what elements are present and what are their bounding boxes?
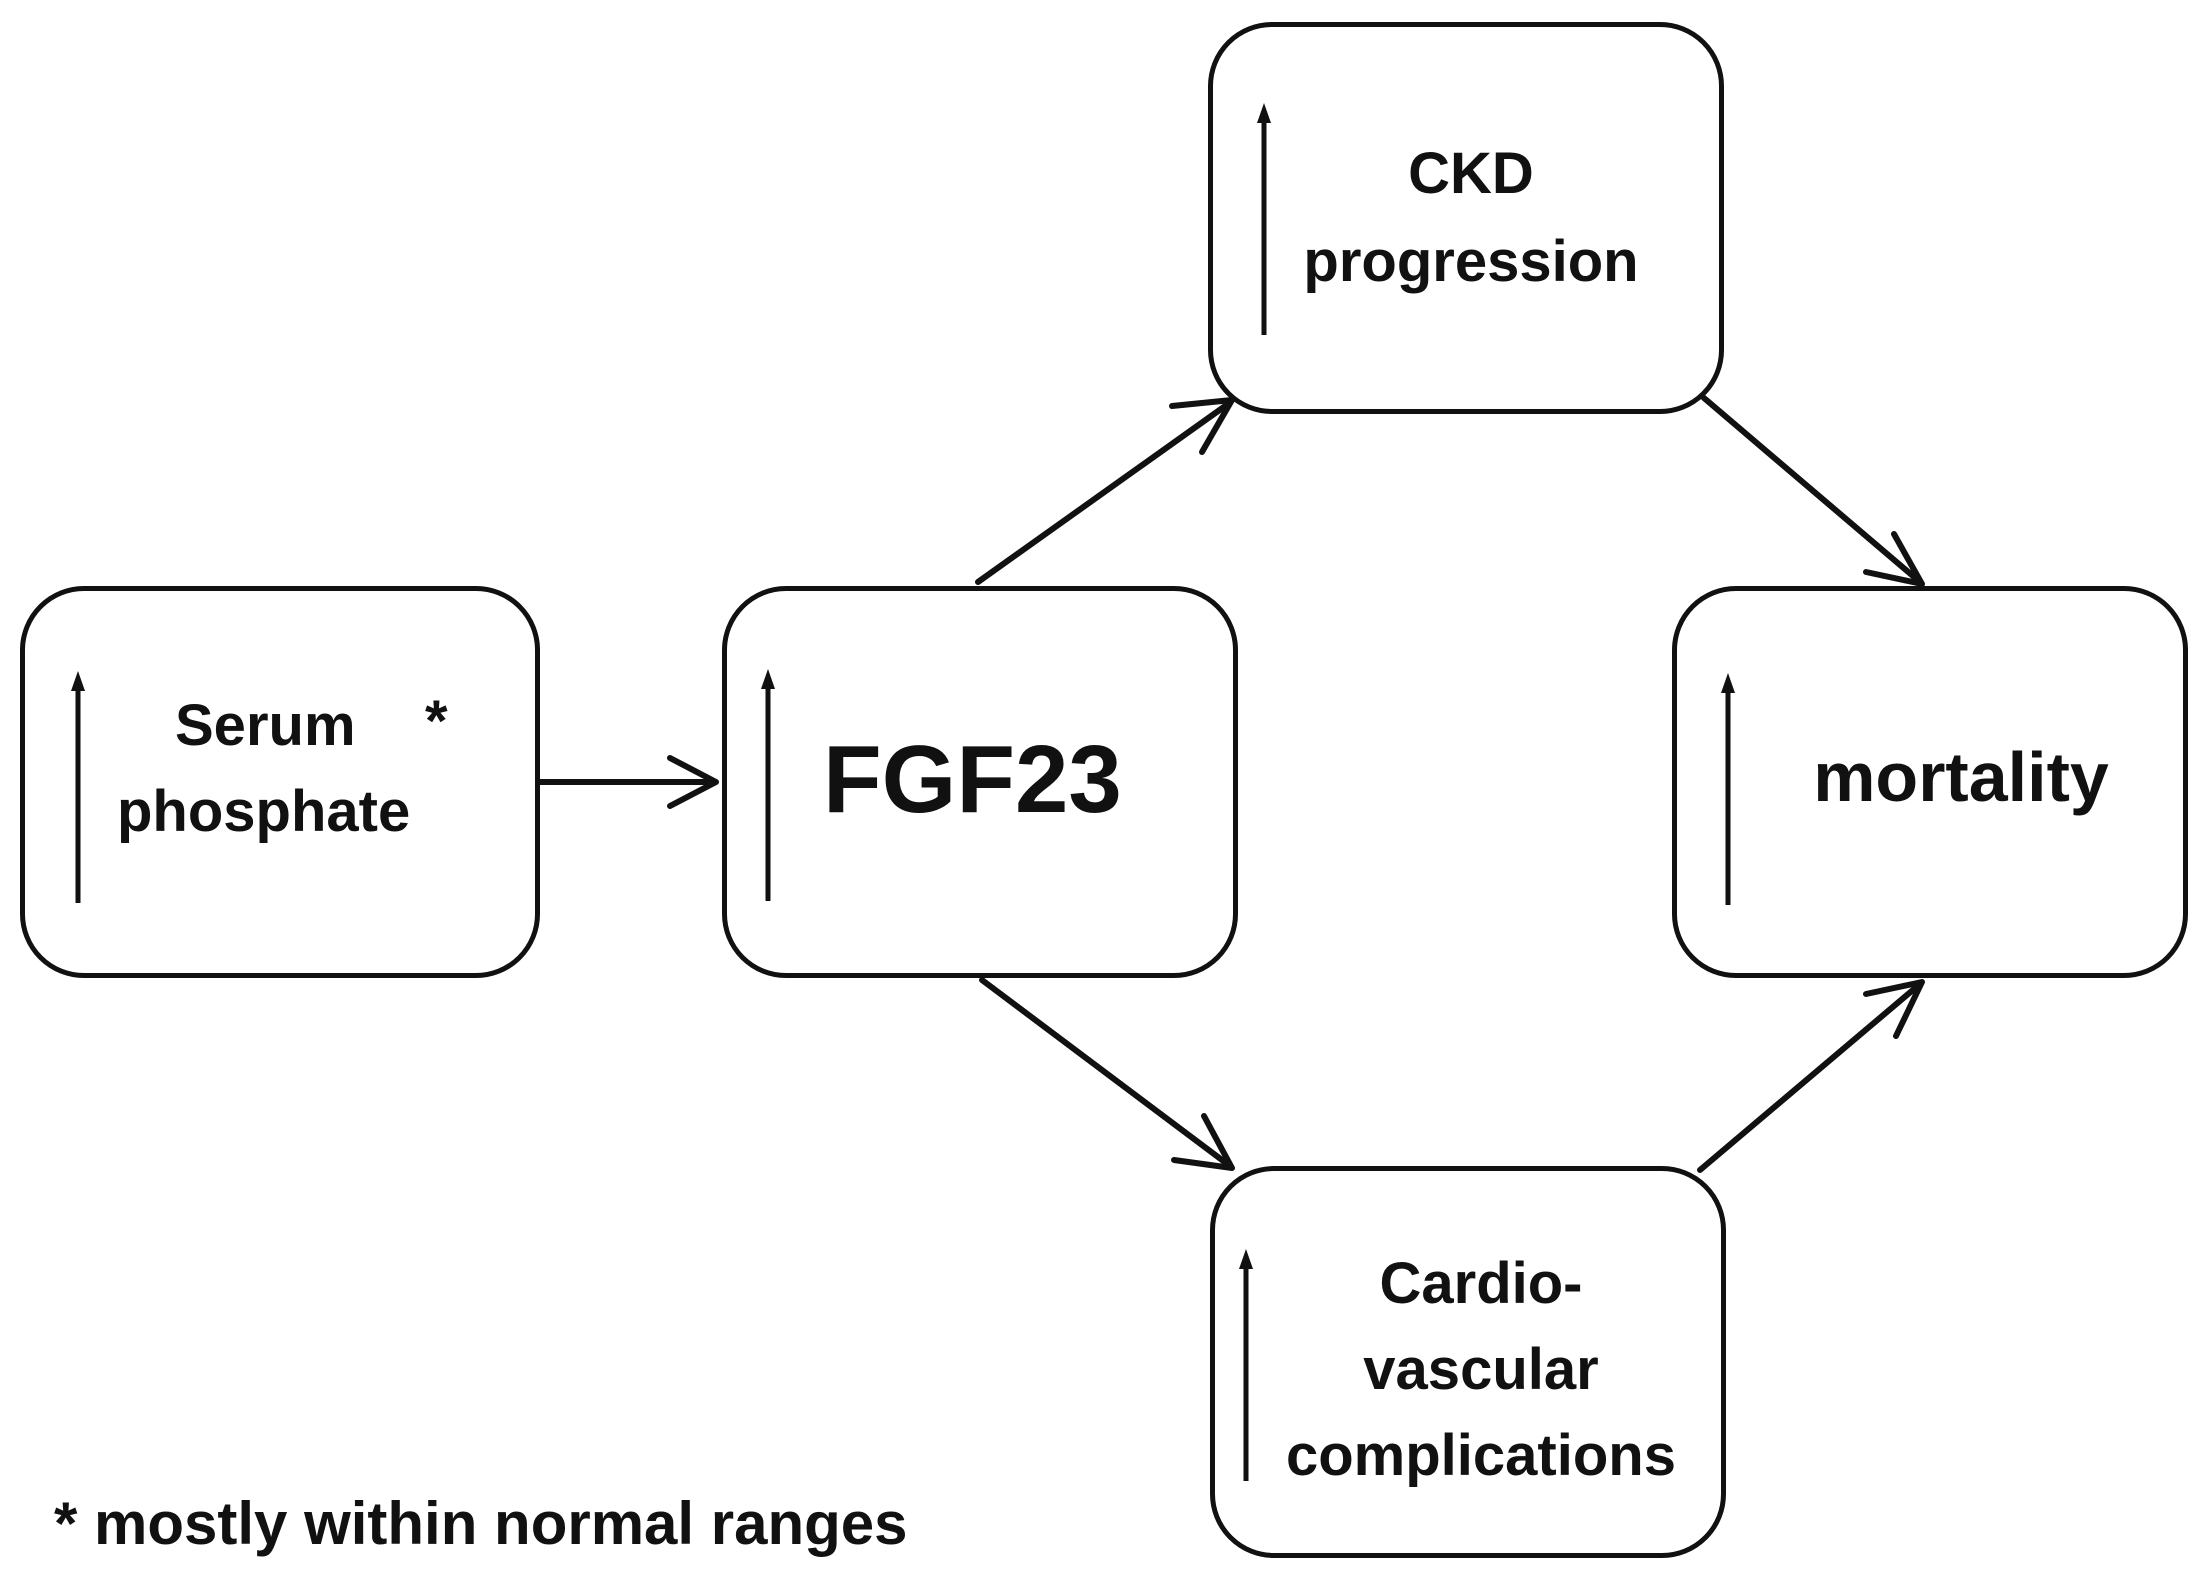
edge-fgf23-to-ckd bbox=[975, 397, 1235, 585]
node-cardiovascular-complications: Cardio- vascular complications bbox=[1210, 1166, 1726, 1558]
edge-cardiovascular-to-mortality bbox=[1697, 979, 1925, 1173]
edge-ckd-to-mortality bbox=[1701, 395, 1925, 587]
up-arrow-icon bbox=[1239, 1249, 1253, 1481]
footnote-marker: * bbox=[425, 689, 448, 754]
node-fgf23: FGF23 bbox=[722, 586, 1238, 978]
phosphate-label: phosphate bbox=[117, 779, 411, 844]
node-ckd-progression: CKD progression bbox=[1208, 22, 1724, 414]
ckd-label: CKD bbox=[1408, 141, 1534, 206]
footnote-text: * mostly within normal ranges bbox=[54, 1490, 908, 1557]
vascular-label: vascular bbox=[1363, 1337, 1599, 1402]
fgf23-label: FGF23 bbox=[823, 726, 1122, 833]
node-mortality: mortality bbox=[1672, 586, 2188, 978]
up-arrow-icon bbox=[71, 671, 85, 903]
node-serum-phosphate: Serum * phosphate bbox=[20, 586, 540, 978]
edge-fgf23-to-cardiovascular bbox=[979, 977, 1235, 1171]
progression-label: progression bbox=[1303, 229, 1639, 294]
edge-phosphate-to-fgf23 bbox=[537, 755, 719, 809]
up-arrow-icon bbox=[1721, 673, 1735, 905]
up-arrow-icon bbox=[1257, 103, 1271, 335]
complications-label: complications bbox=[1286, 1423, 1676, 1488]
up-arrow-icon bbox=[761, 669, 775, 901]
mortality-label: mortality bbox=[1813, 738, 2109, 816]
serum-label: Serum bbox=[175, 693, 356, 758]
cardio-label: Cardio- bbox=[1379, 1251, 1583, 1316]
